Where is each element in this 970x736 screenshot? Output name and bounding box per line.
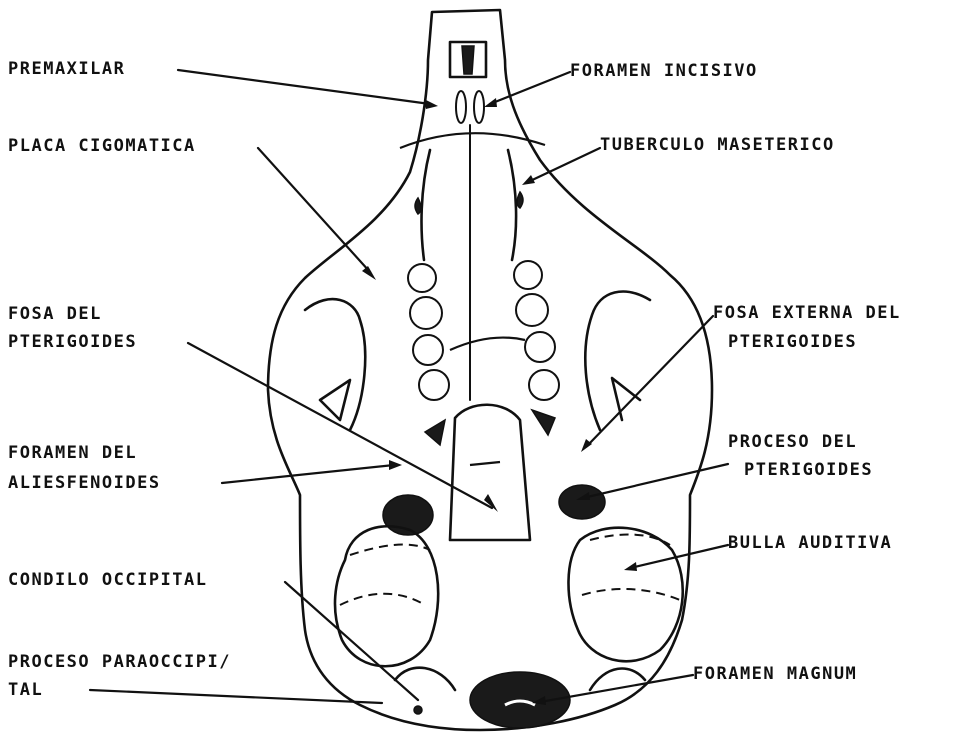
molar-row-right xyxy=(514,261,559,400)
label-foramen-magnum: FORAMEN MAGNUM xyxy=(693,663,857,686)
incisor-teeth xyxy=(462,46,474,74)
incisive-foramen-right xyxy=(474,91,484,123)
leader-arrowheads xyxy=(362,98,637,705)
palatal-suture xyxy=(450,338,525,350)
label-proceso-paraoccipital-line2: TAL xyxy=(8,679,43,702)
label-tuberculo-maseterico: TUBERCULO MASETERICO xyxy=(600,134,835,157)
label-proceso-pterigoides-line2: PTERIGOIDES xyxy=(744,459,873,482)
label-foramen-aliesfenoides-line1: FORAMEN DEL xyxy=(8,442,137,465)
skull-outline xyxy=(268,10,712,730)
label-proceso-pterigoides-line1: PROCESO DEL xyxy=(728,431,857,454)
label-bulla-auditiva: BULLA AUDITIVA xyxy=(728,532,892,555)
paraoccipital-dot xyxy=(414,706,422,714)
bulla-dash-left xyxy=(350,545,430,555)
palate-right xyxy=(508,150,516,260)
palate-left xyxy=(422,150,430,260)
label-fosa-del-pterigoides-line2: PTERIGOIDES xyxy=(8,331,137,354)
label-fosa-externa-line2: PTERIGOIDES xyxy=(728,331,857,354)
label-foramen-incisivo: FORAMEN INCISIVO xyxy=(570,60,758,83)
bulla-left xyxy=(335,526,438,666)
zygomatic-arch-right xyxy=(585,292,650,430)
pterygoid-solid-left xyxy=(425,420,445,445)
mesopterygoid-fossa xyxy=(450,405,530,540)
label-condilo-occipital: CONDILO OCCIPITAL xyxy=(8,569,208,592)
label-fosa-externa-line1: FOSA EXTERNA DEL xyxy=(713,302,901,325)
molar-row-left xyxy=(408,264,449,400)
bulla-dash-right xyxy=(590,535,670,545)
premaxillary-suture xyxy=(400,133,545,148)
sphenoid-suture xyxy=(470,462,500,465)
bulla-dash-right-2 xyxy=(582,589,680,600)
masseteric-tubercle-right xyxy=(517,192,523,208)
label-foramen-aliesfenoides-line2: ALIESFENOIDES xyxy=(8,472,161,495)
label-proceso-paraoccipital-line1: PROCESO PARAOCCIPI/ xyxy=(8,651,231,674)
masseteric-tubercle-left xyxy=(415,198,421,214)
leader-lines xyxy=(90,70,728,703)
pterygoid-solid-right xyxy=(532,410,555,435)
label-premaxilar: PREMAXILAR xyxy=(8,58,125,81)
label-placa-cigomatica: PLACA CIGOMATICA xyxy=(8,135,196,158)
bulla-dash-left-2 xyxy=(340,594,425,605)
label-fosa-del-pterigoides-line1: FOSA DEL xyxy=(8,303,102,326)
pterygoid-process-solid xyxy=(559,485,605,519)
condyle-right xyxy=(590,669,645,690)
incisive-foramen-left xyxy=(456,91,466,123)
